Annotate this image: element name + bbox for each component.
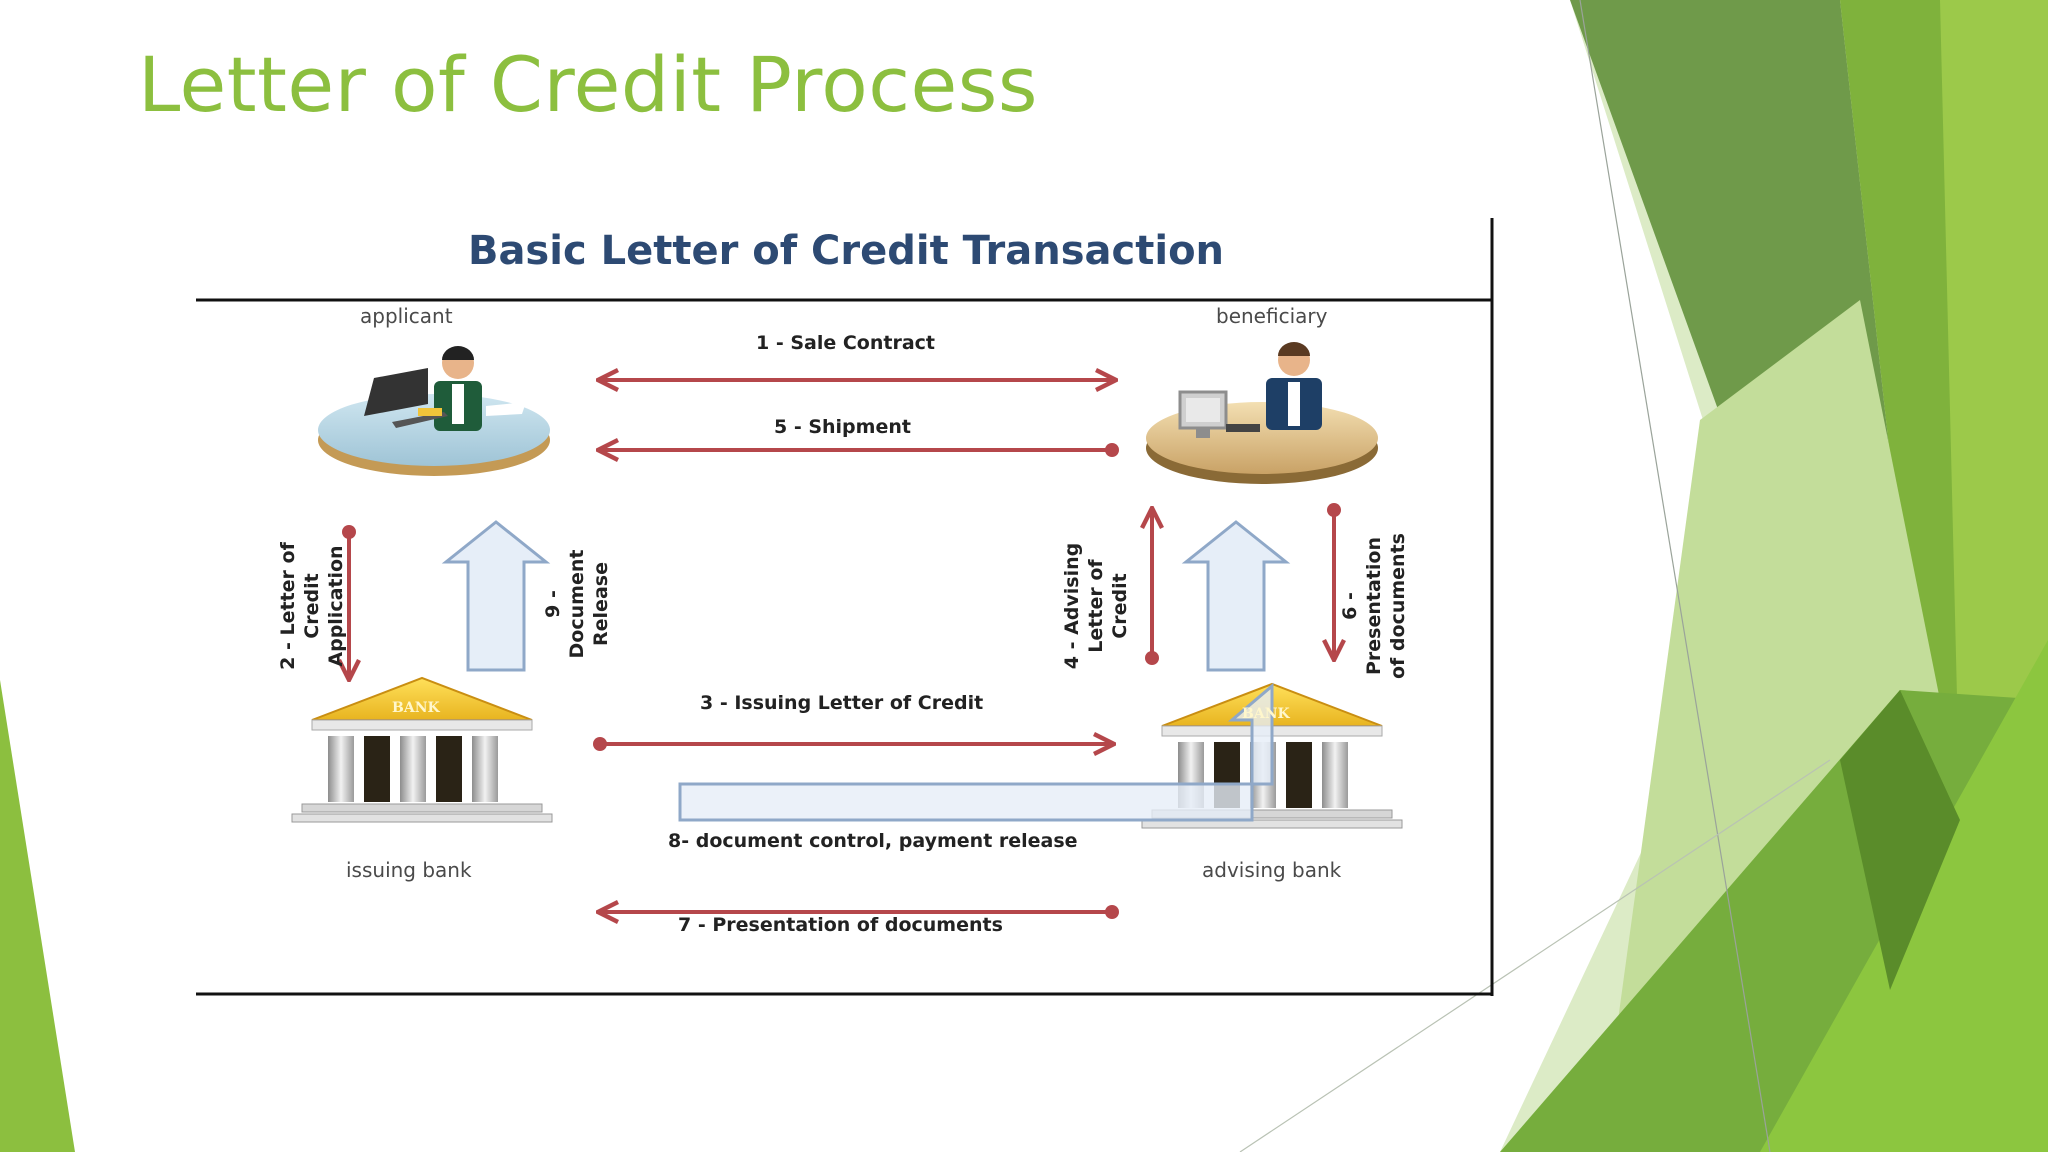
applicant-icon [318, 346, 550, 476]
advising-bank-label: advising bank [1202, 858, 1342, 882]
applicant-label: applicant [360, 304, 453, 328]
beneficiary-label: beneficiary [1216, 304, 1328, 328]
hollow-arrow-8-payment [678, 682, 1274, 822]
advising-bank-sign: BANK [1242, 706, 1290, 722]
diagram-graphics [196, 218, 1494, 996]
step-4-label: 4 - Advising Letter of Credit [1061, 542, 1131, 670]
step-9-label: 9 - Document Release [542, 549, 612, 659]
step-5-label: 5 - Shipment [774, 416, 911, 438]
hollow-arrow-9-document-release [441, 520, 551, 672]
step-2-label: 2 - Letter of Credit Application [277, 542, 347, 670]
step-6-label: 6 - Presentation of documents [1339, 533, 1409, 679]
hollow-arrow-advising-up [1181, 520, 1291, 672]
lc-diagram: Basic Letter of Credit Transaction appli… [196, 216, 1496, 998]
issuing-bank-label: issuing bank [346, 858, 472, 882]
step-3-label: 3 - Issuing Letter of Credit [700, 692, 984, 714]
step-1-label: 1 - Sale Contract [756, 332, 935, 354]
beneficiary-icon [1146, 342, 1378, 484]
issuing-bank-icon [291, 676, 553, 823]
diagram-title: Basic Letter of Credit Transaction [467, 228, 1225, 274]
issuing-bank-sign: BANK [392, 700, 440, 716]
step-8-label: 8- document control, payment release [668, 830, 1078, 852]
slide-title: Letter of Credit Process [138, 40, 1038, 129]
step-7-label: 7 - Presentation of documents [678, 914, 1003, 936]
